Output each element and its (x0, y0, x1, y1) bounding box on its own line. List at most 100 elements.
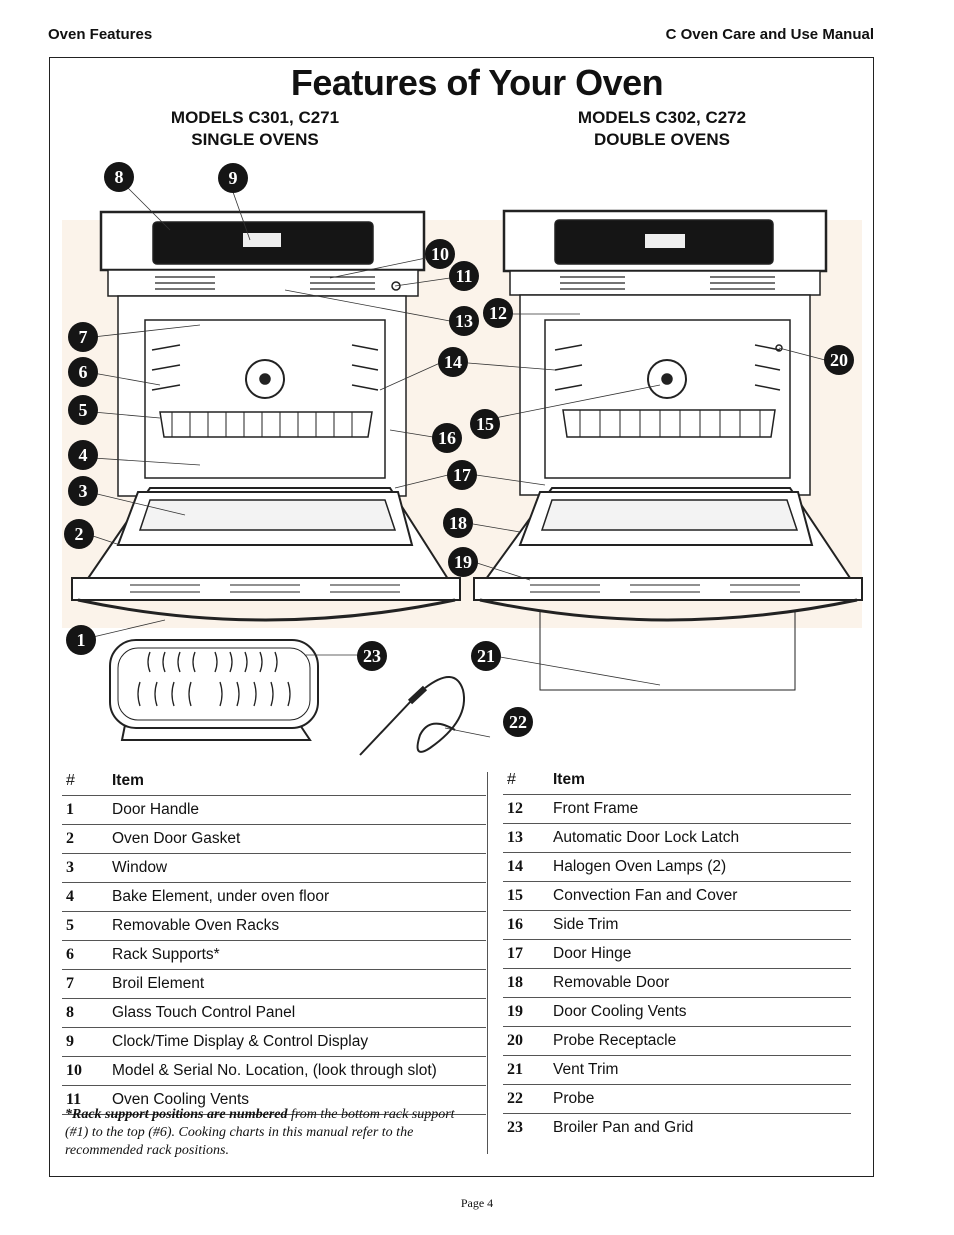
callout-16: 16 (432, 423, 462, 453)
item-label: Vent Trim (553, 1055, 851, 1085)
callout-15: 15 (470, 409, 500, 439)
item-label: Automatic Door Lock Latch (553, 823, 851, 853)
item-label: Removable Door (553, 968, 851, 998)
callout-23: 23 (357, 641, 387, 671)
callout-12: 12 (483, 298, 513, 328)
item-number: 13 (503, 823, 553, 853)
models-double-line2: DOUBLE OVENS (593, 130, 731, 149)
callout-4: 4 (68, 440, 98, 470)
column-header-item: Item (553, 766, 851, 795)
item-number: 6 (62, 940, 112, 970)
table-header-row: # Item (503, 766, 851, 795)
callout-14: 14 (438, 347, 468, 377)
content-frame (49, 57, 874, 1177)
item-label: Oven Door Gasket (112, 824, 486, 854)
models-double-line1: MODELS C302, C272 (577, 108, 747, 127)
item-label: Door Hinge (553, 939, 851, 969)
callout-20: 20 (824, 345, 854, 375)
item-number: 11 (62, 1085, 112, 1115)
callout-21: 21 (471, 641, 501, 671)
callout-7: 7 (68, 322, 98, 352)
probe-drawing (359, 676, 465, 756)
item-label: Rack Supports* (112, 940, 486, 970)
item-label: Convection Fan and Cover (553, 881, 851, 911)
callout-1: 1 (66, 625, 96, 655)
table-header-row: # Item (62, 767, 486, 796)
item-label: Probe (553, 1084, 851, 1114)
callout-11: 11 (449, 261, 479, 291)
item-number: 22 (503, 1084, 553, 1114)
item-label: Door Handle (112, 795, 486, 825)
item-number: 9 (62, 1027, 112, 1057)
item-number: 19 (503, 997, 553, 1027)
item-number: 16 (503, 910, 553, 940)
callout-22: 22 (503, 707, 533, 737)
item-number: 7 (62, 969, 112, 999)
callout-10: 10 (425, 239, 455, 269)
item-number: 12 (503, 794, 553, 824)
item-label: Window (112, 853, 486, 883)
item-number: 1 (62, 795, 112, 825)
running-header-title: C Oven Care and Use Manual (665, 26, 874, 43)
page-number: Page 4 (460, 1196, 494, 1210)
callout-3: 3 (68, 476, 98, 506)
item-number: 10 (62, 1056, 112, 1086)
item-label: Door Cooling Vents (553, 997, 851, 1027)
models-single-line2: SINGLE OVENS (191, 130, 319, 149)
leader-lines (92, 187, 826, 738)
column-header-num: # (62, 767, 112, 796)
callout-17: 17 (447, 460, 477, 490)
item-label: Oven Cooling Vents (112, 1085, 486, 1115)
item-label: Broil Element (112, 969, 486, 999)
column-header-item: Item (112, 767, 486, 796)
item-label: Probe Receptacle (553, 1026, 851, 1056)
callout-5: 5 (68, 395, 98, 425)
item-number: 18 (503, 968, 553, 998)
models-single-heading: MODELS C301, C271 SINGLE OVENS (140, 107, 370, 151)
item-number: 21 (503, 1055, 553, 1085)
models-single-line1: MODELS C301, C271 (170, 108, 340, 127)
callout-2: 2 (64, 519, 94, 549)
item-label: Bake Element, under oven floor (112, 882, 486, 912)
single-oven-drawing (71, 210, 461, 622)
item-number: 3 (62, 853, 112, 883)
running-header-section: Oven Features (48, 26, 153, 43)
page-title: Features of Your Oven (290, 62, 664, 103)
item-label: Removable Oven Racks (112, 911, 486, 941)
double-oven-drawing (473, 209, 863, 691)
item-label: Model & Serial No. Location, (look throu… (112, 1056, 486, 1086)
item-label: Clock/Time Display & Control Display (112, 1027, 486, 1057)
note-text: from the bottom rack support (#1) to the… (65, 1107, 455, 1158)
column-header-num: # (503, 766, 553, 795)
rack-support-note: *Rack support positions are numbered fro… (65, 1106, 481, 1160)
item-number: 15 (503, 881, 553, 911)
item-number: 17 (503, 939, 553, 969)
callout-18: 18 (443, 508, 473, 538)
callout-19: 19 (448, 547, 478, 577)
item-label: Broiler Pan and Grid (553, 1119, 694, 1136)
column-divider (487, 772, 488, 1154)
